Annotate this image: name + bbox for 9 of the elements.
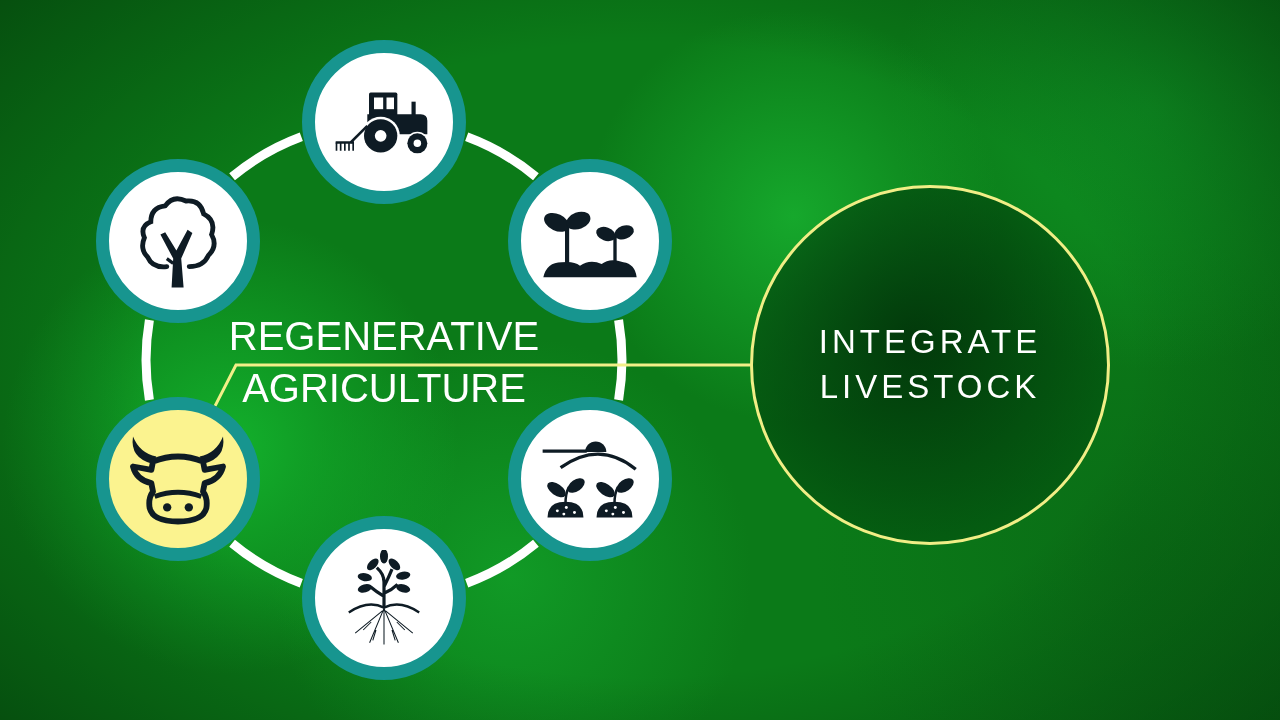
connector-arc bbox=[464, 132, 539, 181]
connector-arc bbox=[141, 319, 154, 401]
connector-arc bbox=[229, 539, 304, 588]
leader-line bbox=[213, 363, 750, 407]
connector-arc bbox=[229, 132, 304, 181]
hub-label: REGENERATIVE AGRICULTURE bbox=[227, 313, 541, 412]
node-text: INTEGRATE LIVESTOCK bbox=[817, 322, 1043, 407]
connector-arc bbox=[614, 319, 627, 401]
connector-arc bbox=[464, 539, 539, 588]
